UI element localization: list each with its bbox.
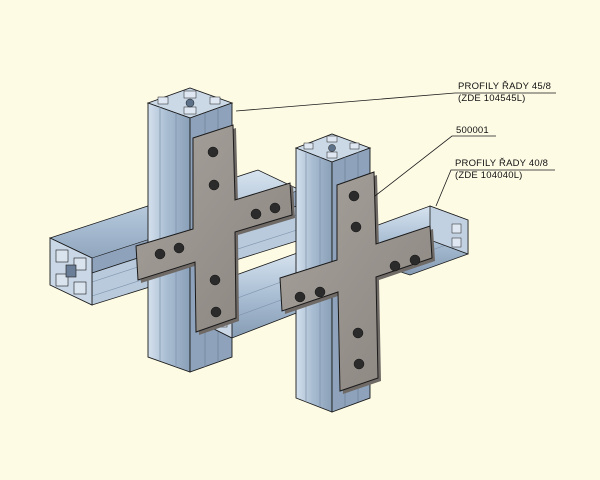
leader-lines: [235, 92, 556, 207]
callout-plate-line1: 500001: [456, 125, 489, 136]
right-cross-plate: [279, 171, 435, 394]
callout-plate: 500001: [456, 125, 489, 137]
leader-profile-40: [435, 169, 555, 207]
leader-profile-45: [235, 92, 556, 112]
left-cross-plate: [135, 124, 295, 335]
callout-profile-45-line2: (ZDE 104545L): [458, 93, 526, 104]
callout-profile-40-line2: (ZDE 104040L): [455, 170, 523, 181]
callout-profile-40: PROFILY ŘADY 40/8 (ZDE 104040L): [455, 158, 548, 182]
left-assembly: [48, 87, 331, 373]
left-plate-bolts: [154, 146, 281, 318]
right-plate-bolts: [294, 190, 421, 370]
callout-profile-45-line1: PROFILY ŘADY 45/8: [458, 81, 552, 92]
leader-plate: [374, 135, 496, 197]
callout-profile-40-line1: PROFILY ŘADY 40/8: [455, 158, 549, 169]
right-assembly: [279, 133, 469, 413]
callout-profile-45: PROFILY ŘADY 45/8 (ZDE 104545L): [458, 81, 551, 105]
